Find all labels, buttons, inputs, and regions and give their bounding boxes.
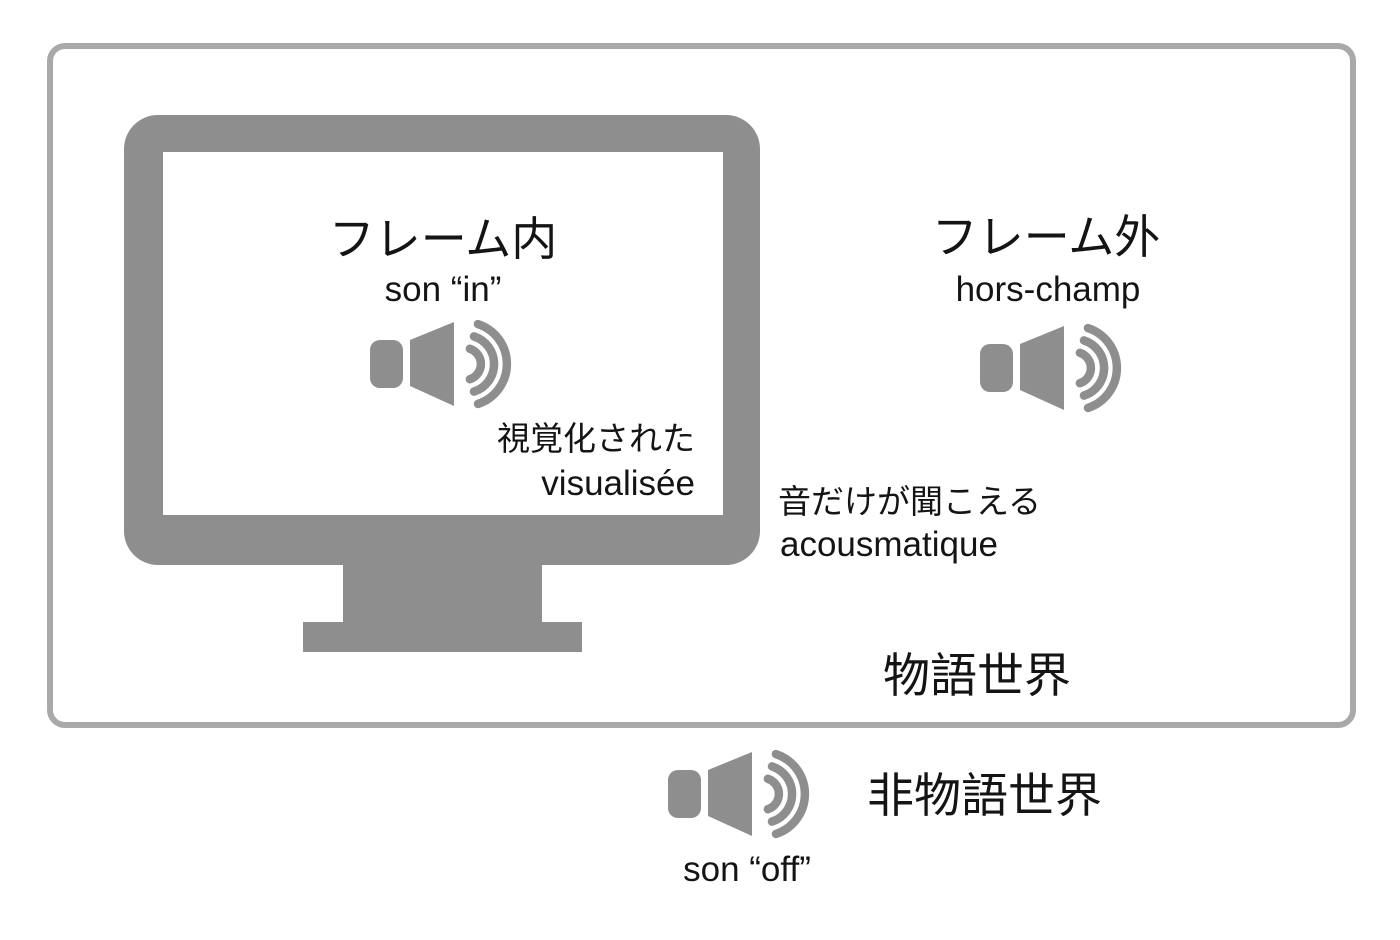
in-frame-caption-ja: 視覚化された	[497, 420, 695, 457]
in-frame-subtitle: son “in”	[384, 270, 502, 309]
off-frame-caption-ja: 音だけが聞こえる	[778, 483, 1042, 520]
in-frame-title: フレーム内	[328, 213, 558, 265]
off-frame-subtitle: hors-champ	[955, 270, 1141, 309]
diegetic-world-label: 物語世界	[883, 649, 1071, 702]
in-frame-caption-fr: visualisée	[541, 464, 695, 503]
off-frame-title: フレーム外	[931, 211, 1161, 263]
speaker-sound-icon	[370, 319, 512, 409]
non-diegetic-subtitle: son “off”	[683, 850, 811, 889]
off-frame-caption-fr: acousmatique	[780, 525, 998, 564]
speaker-sound-icon	[668, 749, 810, 839]
speaker-sound-icon	[980, 323, 1122, 413]
non-diegetic-world-label: 非物語世界	[867, 769, 1102, 822]
